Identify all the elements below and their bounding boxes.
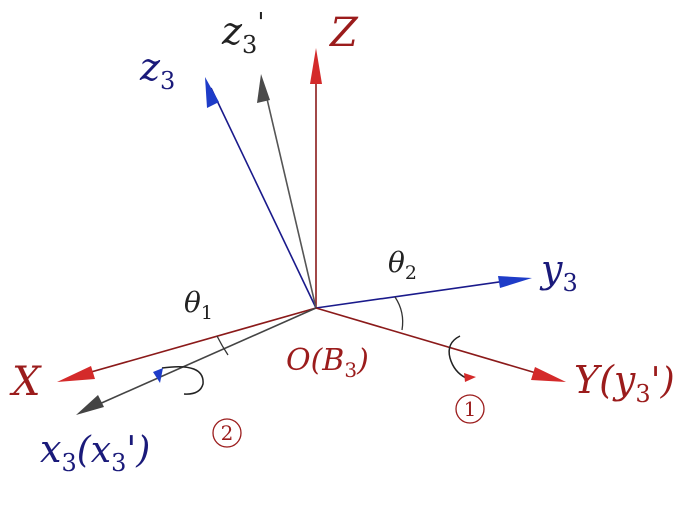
- rotation-indicators: [153, 335, 476, 395]
- arrowhead-x3: [76, 395, 104, 415]
- arrowhead-y3: [498, 276, 532, 288]
- label-Z: Z: [328, 10, 359, 56]
- label-y3: y3: [539, 247, 578, 297]
- label-Y: Y(y3'): [574, 358, 675, 408]
- axis-Y: [315, 307, 554, 379]
- arrowhead-X: [57, 366, 95, 382]
- arrowhead-z3-prime: [257, 74, 270, 103]
- axis-z3: [210, 87, 317, 309]
- axis-x3: [87, 307, 317, 410]
- label-z3: z3: [139, 45, 175, 95]
- arc-theta2: [394, 296, 404, 331]
- arrowhead-Y: [531, 367, 566, 382]
- axis-X: [69, 307, 317, 379]
- label-theta2: θ2: [388, 246, 417, 284]
- arc-theta1: [216, 335, 229, 356]
- label-X: X: [9, 359, 42, 405]
- labels: z3 z3' Z θ2 y3 θ1 X O(B3) Y(y3') x3(x3'): [9, 8, 675, 477]
- label-z3-prime: z3': [221, 8, 264, 59]
- arrowheads: [57, 48, 566, 415]
- arrowhead-Z: [310, 48, 322, 84]
- rotation-arrow-1: [448, 335, 467, 379]
- arrowhead-z3: [205, 77, 219, 108]
- axis-z3-prime: [263, 85, 317, 309]
- axis-y3: [315, 278, 521, 309]
- label-x3: x3(x3'): [40, 427, 150, 477]
- step-1-circle: [455, 394, 485, 424]
- label-origin: O(B3): [286, 343, 369, 382]
- step-1-label: 1: [464, 397, 477, 421]
- step-markers: 1 2: [212, 394, 485, 448]
- step-2-circle: [212, 418, 242, 448]
- angle-arcs: [216, 296, 404, 356]
- rotation-arrowhead-1: [464, 373, 476, 382]
- step-2-label: 2: [221, 421, 234, 445]
- rotation-arrow-2: [161, 366, 204, 395]
- axes: [69, 60, 554, 410]
- label-theta1: θ1: [184, 286, 213, 324]
- rotation-arrowhead-2: [153, 368, 163, 383]
